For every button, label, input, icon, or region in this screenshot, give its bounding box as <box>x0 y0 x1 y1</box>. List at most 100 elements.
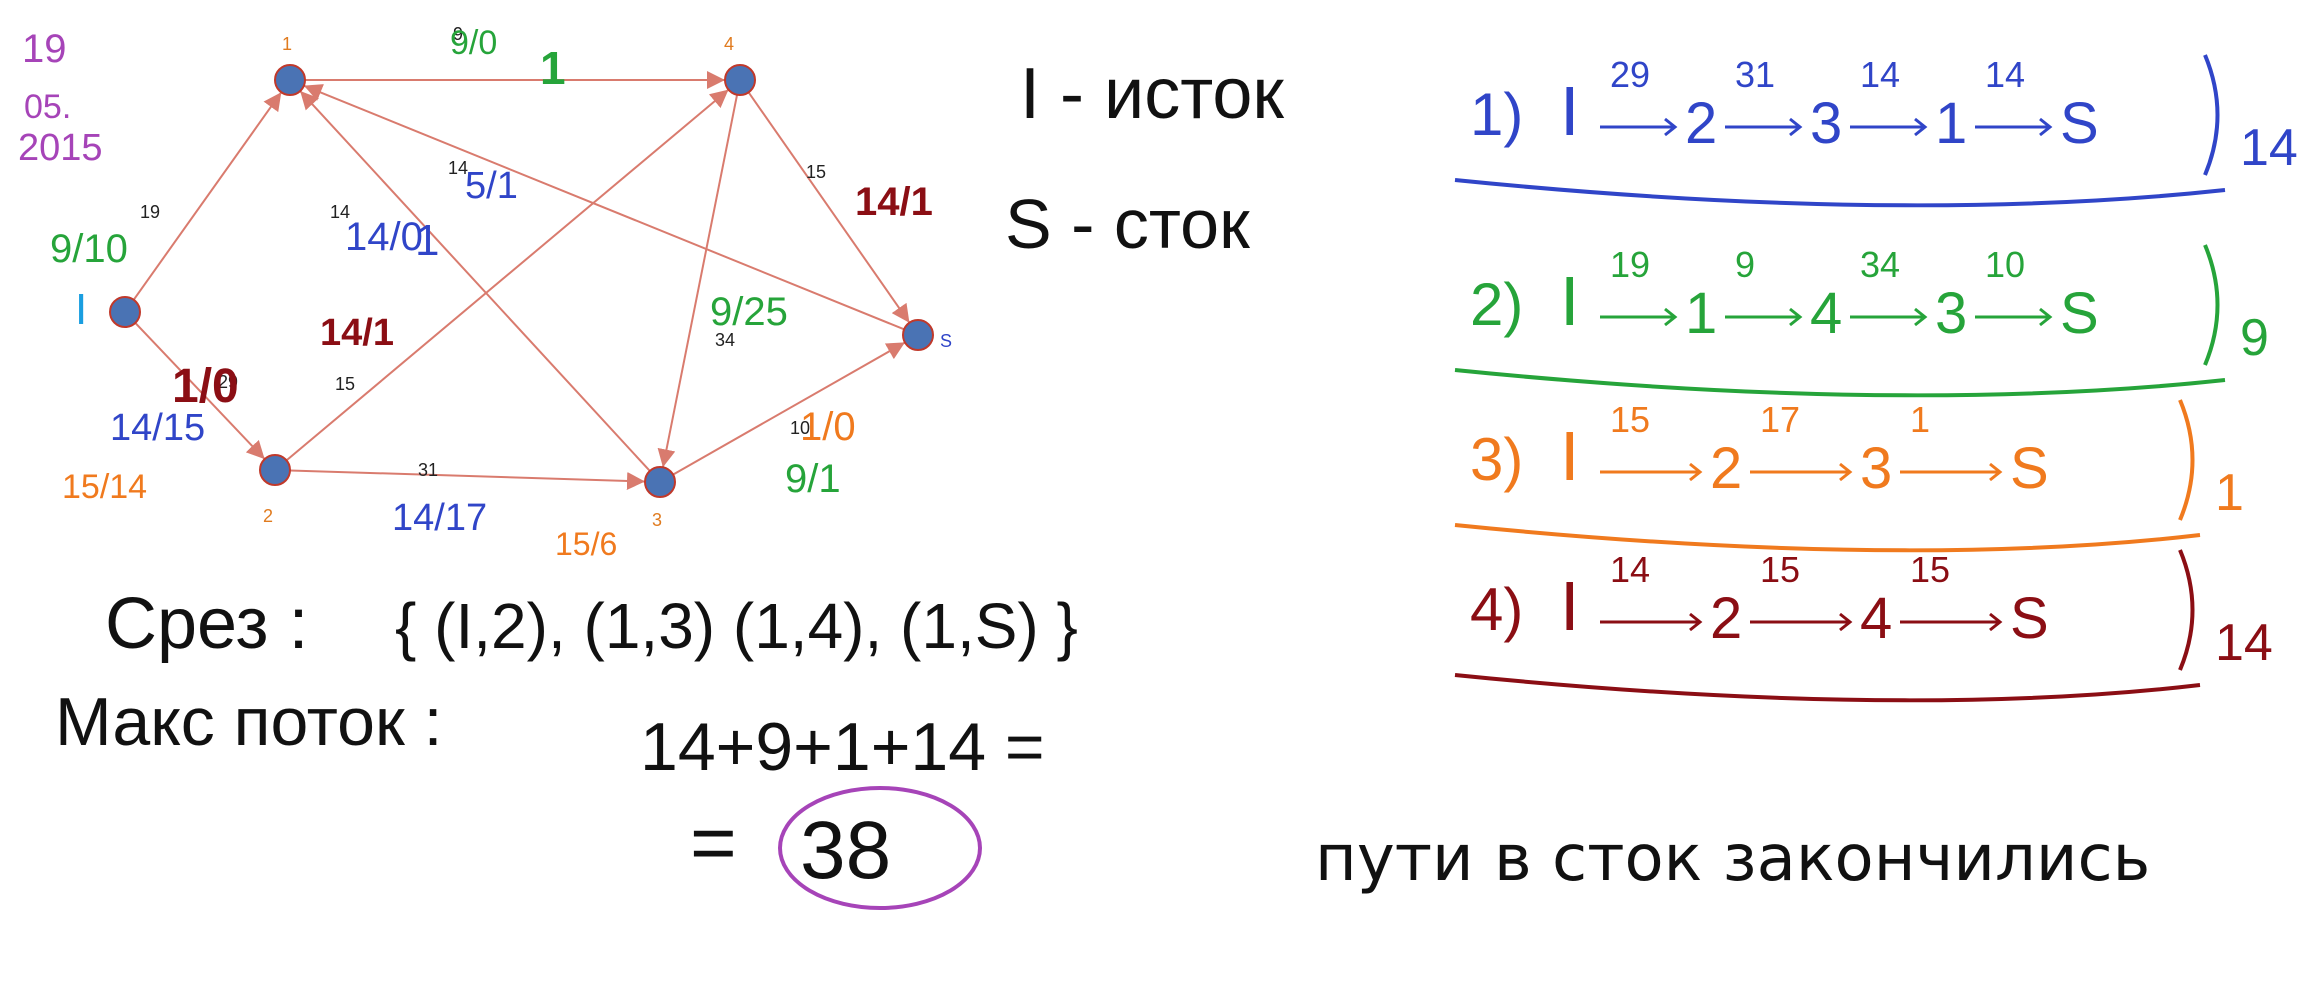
date-annotation: 19 05. 2015 <box>18 27 103 169</box>
path-arrowhead <box>1839 612 1853 632</box>
edge-I-1 <box>132 91 283 301</box>
edge-I-2 <box>134 322 266 460</box>
flow-eI2-red: 1/0 <box>172 360 239 413</box>
path-arrowhead <box>2039 117 2053 137</box>
node-1 <box>274 64 306 96</box>
cut-label: Срез : <box>105 584 309 664</box>
path-underline <box>1454 178 2226 208</box>
capacity-label: 31 <box>418 460 438 480</box>
path-node: 3 <box>1860 436 1892 501</box>
path-bracket <box>2203 244 2220 366</box>
capacity-label: 15 <box>335 374 355 394</box>
path-underline <box>1454 673 2201 703</box>
node-S <box>902 319 934 351</box>
path-capacity: 17 <box>1760 399 1800 440</box>
path-node: S <box>2010 586 2049 651</box>
path-arrowhead <box>1664 307 1678 327</box>
capacity-label: 15 <box>806 162 826 182</box>
flow-eI2-orange: 15/14 <box>62 468 147 506</box>
path-bracket <box>2203 54 2220 176</box>
path-underline <box>1454 523 2201 553</box>
maxflow-expression: 14+9+1+14 = <box>640 709 1045 785</box>
cut-set: { (I,2), (1,3) (1,4), (1,S) } <box>395 590 1078 662</box>
path-capacity: 14 <box>1985 54 2025 95</box>
flow-annotations: 9/0 1 9/10 14/0 1 5/1 14/1 14/1 9/25 1/0… <box>50 24 933 562</box>
capacity-label: 29 <box>218 372 238 392</box>
edge-2-4 <box>285 88 730 462</box>
flow-eI1: 9/10 <box>50 227 128 271</box>
path-capacity: 14 <box>1860 54 1900 95</box>
path-number: 4) <box>1470 576 1523 643</box>
date-year: 2015 <box>18 127 103 169</box>
flow-e23-blue: 14/17 <box>392 497 487 539</box>
legend-source: I - исток <box>1020 54 1284 134</box>
path-node: 3 <box>1810 91 1842 156</box>
path-arrowhead <box>1989 612 2003 632</box>
path-node: 2 <box>1710 436 1742 501</box>
node-2 <box>259 454 291 486</box>
flow-e4S: 14/1 <box>855 180 933 224</box>
path-result: 14 <box>2240 119 2298 177</box>
flow-e31-extra: 1 <box>415 216 439 265</box>
cut-and-maxflow: Срез : { (I,2), (1,3) (1,4), (1,S) } Мак… <box>55 584 1078 910</box>
result-circle <box>778 786 982 910</box>
path-number: 1) <box>1470 81 1523 148</box>
path-capacity: 14 <box>1610 549 1650 590</box>
path-capacity: 1 <box>1910 399 1930 440</box>
date-month: 05. <box>24 88 71 126</box>
path-node: 2 <box>1685 91 1717 156</box>
path-node: I <box>1560 262 1579 340</box>
path-capacity: 9 <box>1735 244 1755 285</box>
flow-e23-orange: 15/6 <box>555 526 617 562</box>
path-arrowhead <box>1789 307 1803 327</box>
path-capacity: 31 <box>1735 54 1775 95</box>
flow-e24: 14/1 <box>320 312 394 354</box>
path-arrowhead <box>1689 462 1703 482</box>
flow-e43: 9/25 <box>710 290 788 334</box>
path-node: 1 <box>1685 281 1717 346</box>
capacity-labels: 9 19 29 14 14 15 15 34 31 10 <box>140 24 826 480</box>
path-arrowhead <box>1839 462 1853 482</box>
node-3 <box>644 466 676 498</box>
capacity-label: 14 <box>330 202 350 222</box>
path-node: 1 <box>1935 91 1967 156</box>
maxflow-equals: = <box>690 798 737 887</box>
date-day: 19 <box>22 27 67 71</box>
flow-eS1: 5/1 <box>465 165 518 207</box>
capacity-label: 19 <box>140 202 160 222</box>
node-4 <box>724 64 756 96</box>
node-label: S <box>940 331 952 351</box>
node-I <box>109 296 141 328</box>
flow-e3S-orange: 1/0 <box>800 405 856 449</box>
path-arrowhead <box>2039 307 2053 327</box>
path-node: S <box>2060 91 2099 156</box>
flow-eI2-blue: 14/15 <box>110 407 205 449</box>
path-node: 4 <box>1860 586 1892 651</box>
path-number: 3) <box>1470 426 1523 493</box>
path-node: S <box>2060 281 2099 346</box>
capacity-label: 14 <box>448 158 468 178</box>
node-label: 2 <box>263 506 273 526</box>
legend: I - исток S - сток <box>1005 54 1284 263</box>
edge-4-S <box>747 91 911 324</box>
edge-3-1 <box>299 90 651 472</box>
capacity-label: 34 <box>715 330 735 350</box>
capacity-label: 9 <box>453 24 463 44</box>
path-capacity: 15 <box>1610 399 1650 440</box>
path-arrowhead <box>1914 307 1928 327</box>
capacity-label: 10 <box>790 418 810 438</box>
path-node: I <box>1560 567 1579 645</box>
path-result: 14 <box>2215 614 2273 672</box>
path-node: 3 <box>1935 281 1967 346</box>
path-capacity: 29 <box>1610 54 1650 95</box>
graph-edges <box>132 71 911 490</box>
path-bracket <box>2178 399 2195 521</box>
path-arrowhead <box>1914 117 1928 137</box>
